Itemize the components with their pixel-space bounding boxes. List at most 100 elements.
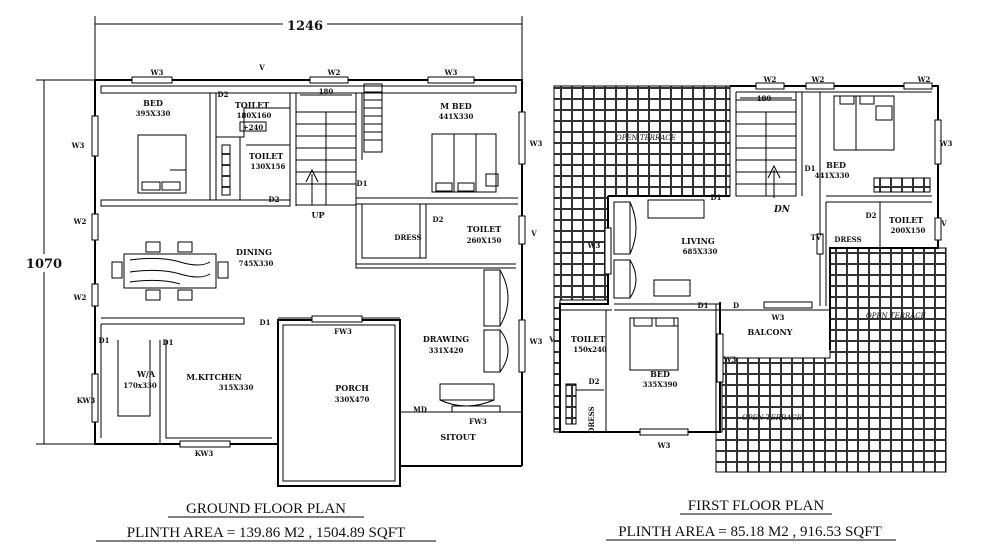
first-toilet1-label: TOILET	[889, 215, 923, 225]
ground-toilet1-level: +240	[243, 123, 264, 132]
living-sofa-furniture	[613, 199, 705, 299]
drawing-label: DRAWING	[423, 334, 469, 344]
wa-label: W/A	[136, 369, 156, 379]
tag-ff-w3-balcony: W3	[771, 313, 785, 322]
tag-ff-w2-b: W2	[811, 75, 825, 84]
first-floor-title: FIRST FLOOR PLAN	[688, 498, 825, 514]
tag-gf-w3-right-lower: W3	[529, 337, 543, 346]
ground-dress-label: DRESS	[394, 233, 421, 242]
tag-ff-w3-left: W3	[587, 241, 601, 250]
ground-toilet3-label: TOILET	[467, 224, 501, 234]
ground-stair: 180 UP	[295, 83, 383, 220]
first-stair-width: 180	[757, 94, 772, 103]
tag-gf-v-top: V	[258, 63, 265, 72]
tag-ff-w3-bottom: W3	[657, 441, 671, 450]
overall-width-label: 1246	[287, 19, 323, 34]
first-dress2-label: DRESS	[587, 406, 596, 433]
porch-label: PORCH	[335, 383, 369, 393]
ground-bed-left-furniture	[137, 134, 187, 194]
tag-gf-v-right: V	[530, 229, 537, 238]
first-stair-dn-label: DN	[773, 205, 791, 215]
ground-floor-title: GROUND FLOOR PLAN	[186, 501, 346, 517]
ground-mbed-size: 441X330	[439, 112, 474, 121]
ground-bed-size: 395X330	[136, 109, 171, 118]
tag-gf-w3-left: W3	[71, 141, 85, 150]
ground-mbed-furniture	[221, 133, 499, 196]
tag-gf-fw3-sitout: FW3	[469, 417, 487, 426]
first-dress1-label: DRESS	[834, 235, 861, 244]
kitchen-size: 315X330	[219, 383, 254, 392]
tag-gf-w3-top-left: W3	[150, 68, 164, 77]
tag-ff-d2-toilet2: D2	[589, 377, 600, 386]
ground-floor-plan: 1246 1070	[22, 16, 543, 542]
first-toilet2-size: 150x240	[573, 345, 607, 354]
tag-gf-d1-wa: D1	[99, 336, 110, 345]
tag-ff-d-balcony: D	[733, 301, 739, 310]
first-floor-plan: 180 DN	[548, 75, 953, 541]
dining-size: 745X330	[239, 259, 274, 268]
tag-gf-kw3-bottom: KW3	[195, 449, 214, 458]
ground-toilet1-size: 180X160	[237, 111, 272, 120]
living-label: LIVING	[681, 236, 715, 246]
living-size: 685X330	[683, 247, 718, 256]
ground-floor-area: PLINTH AREA = 139.86 M2 , 1504.89 SQFT	[127, 525, 405, 541]
first-bed1-size: 441X330	[815, 171, 850, 180]
dining-table-furniture	[111, 241, 229, 301]
tag-gf-d1-kitchen: D1	[163, 338, 174, 347]
tag-gf-d2-mbed: D2	[433, 215, 444, 224]
ground-windows	[91, 76, 526, 448]
tag-ff-w3-mid: W3	[723, 355, 737, 364]
tag-gf-d1-dining: D1	[260, 318, 271, 327]
drawing-size: 331X420	[429, 346, 464, 355]
tag-ff-d1-stair: D1	[711, 193, 722, 202]
tag-ff-w2-c: W2	[917, 75, 931, 84]
tag-ff-w3-right: W3	[939, 139, 953, 148]
first-toilet2-label: TOILET	[571, 334, 605, 344]
first-bed1-label: BED	[826, 160, 846, 170]
open-terrace-label-1: OPEN TERRACE	[616, 134, 676, 142]
ground-toilet3-size: 260X150	[467, 236, 502, 245]
tag-gf-w2-left: W2	[73, 217, 87, 226]
tag-ff-d2-toilet: D2	[866, 211, 877, 220]
ground-mbed-label: M BED	[440, 101, 472, 111]
tag-gf-md: MD	[413, 405, 427, 414]
tag-gf-w3-right: W3	[529, 139, 543, 148]
dining-label: DINING	[236, 247, 272, 257]
tag-gf-fw3-porch: FW3	[334, 327, 352, 336]
ground-stair-up-label: UP	[312, 210, 325, 220]
tag-ff-v-left: V	[548, 335, 555, 344]
first-windows	[604, 82, 942, 436]
first-toilet1-size: 200X150	[891, 226, 926, 235]
overall-height-label: 1070	[26, 257, 62, 272]
wa-size: 170x330	[123, 381, 157, 390]
ground-toilet1-label: TOILET	[235, 100, 269, 110]
ground-toilet2-label: TOILET	[249, 151, 283, 161]
ground-bed-label: BED	[143, 98, 163, 108]
ground-stair-width: 180	[319, 87, 334, 96]
first-bed2-furniture	[565, 317, 679, 425]
kitchen-label: M.KITCHEN	[186, 372, 242, 382]
tag-ff-d1-bed2: D1	[698, 301, 709, 310]
tag-ff-w2-a: W2	[763, 75, 777, 84]
balcony-label: BALCONY	[748, 327, 793, 337]
first-stair: 180 DN	[735, 94, 797, 215]
sitout-label: SITOUT	[440, 432, 475, 442]
open-terrace-label-2: OPEN TERRACE	[866, 312, 926, 320]
tag-gf-d1-mbed: D1	[357, 179, 368, 188]
tv-label: TV	[811, 233, 822, 242]
first-bed-furniture	[833, 95, 931, 193]
tag-gf-w2-left-lower: W2	[73, 293, 87, 302]
tag-ff-v-right: V	[940, 219, 947, 228]
ground-toilet2-size: 130X156	[251, 162, 286, 171]
first-bed2-size: 335X390	[643, 380, 678, 389]
porch-size: 330X470	[335, 395, 370, 404]
tag-gf-d2-toilet: D2	[218, 90, 229, 99]
first-bed2-label: BED	[650, 369, 670, 379]
open-terrace-label-3: OPEN TERRACE	[742, 414, 802, 422]
tag-gf-w3-top-right: W3	[444, 68, 458, 77]
tag-ff-d1-bed: D1	[805, 164, 816, 173]
tag-gf-w2-top: W2	[327, 68, 341, 77]
first-floor-area: PLINTH AREA = 85.18 M2 , 916.53 SQFT	[618, 524, 881, 540]
tag-gf-d2-lower: D2	[269, 195, 280, 204]
